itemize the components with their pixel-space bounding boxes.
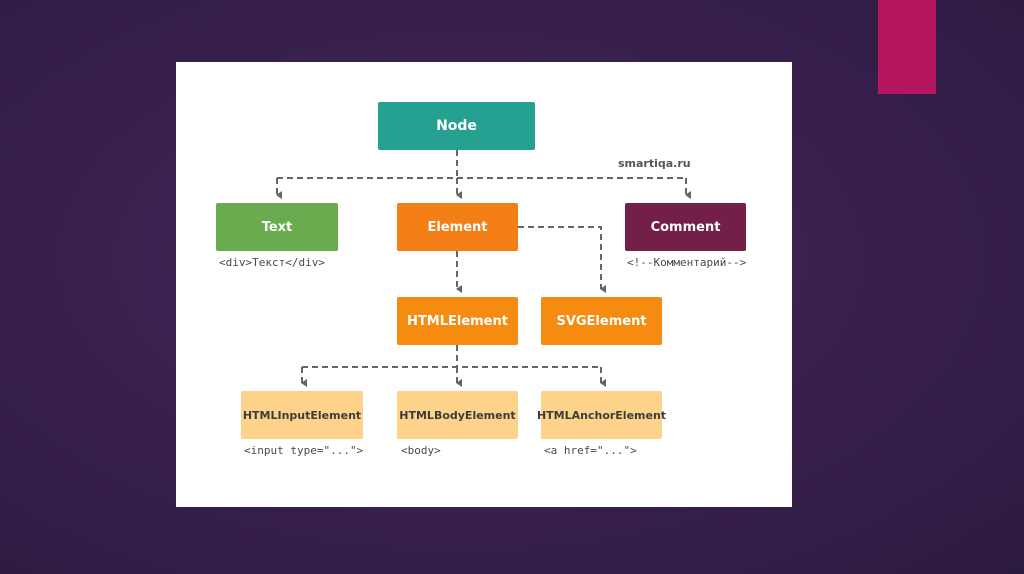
- htmlbodyelement-box: HTMLBodyElement: [397, 391, 518, 439]
- htmlinputelement-example: <input type="...">: [244, 444, 364, 457]
- accent-tab: [878, 0, 936, 94]
- htmlbodyelement-example: <body>: [401, 444, 441, 457]
- htmlinputelement-box: HTMLInputElement: [241, 391, 363, 439]
- node-box: Node: [378, 102, 535, 150]
- diagram-panel: smartiqa.ru Node Text Element Comment HT…: [176, 62, 792, 507]
- comment-box: Comment: [625, 203, 746, 251]
- comment-example: <!--Комментарий-->: [627, 256, 747, 269]
- text-example: <div>Текст</div>: [219, 256, 325, 269]
- connector-lines: [276, 150, 691, 387]
- element-box: Element: [397, 203, 518, 251]
- htmlanchorelement-box: HTMLAnchorElement: [537, 391, 666, 439]
- watermark-text: smartiqa.ru: [618, 157, 691, 170]
- svgelement-box: SVGElement: [541, 297, 662, 345]
- htmlanchorelement-example: <a href="...">: [544, 444, 637, 457]
- htmlelement-box: HTMLElement: [397, 297, 518, 345]
- text-box: Text: [216, 203, 338, 251]
